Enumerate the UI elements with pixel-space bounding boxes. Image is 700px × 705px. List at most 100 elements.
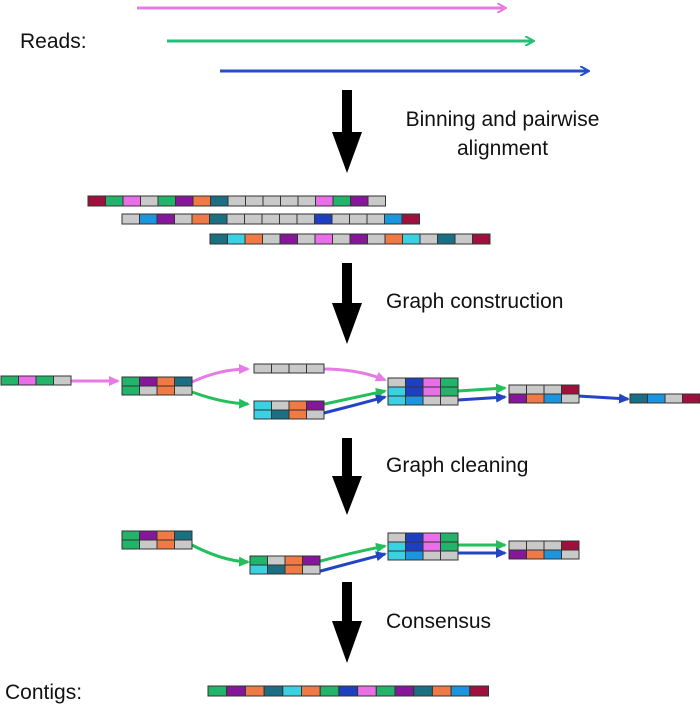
node-row [122, 531, 192, 540]
base-block [254, 364, 272, 373]
base-block [140, 377, 158, 386]
base-block [473, 234, 491, 244]
base-block [263, 196, 281, 206]
base-block [250, 556, 268, 565]
base-block [157, 386, 175, 395]
base-block [441, 542, 459, 551]
base-block [414, 686, 433, 696]
base-block [140, 214, 158, 224]
down-arrow-icon [332, 582, 362, 663]
base-block [544, 394, 562, 403]
down-arrow-icon [332, 90, 362, 173]
base-block [527, 385, 545, 394]
base-block [423, 533, 441, 542]
base-block [298, 234, 316, 244]
node-row [509, 550, 579, 559]
base-block [509, 385, 527, 394]
base-block [527, 550, 545, 559]
base-block [406, 551, 424, 560]
base-block [283, 686, 302, 696]
base-block [227, 686, 246, 696]
node-row [388, 551, 458, 560]
base-block [268, 556, 286, 565]
base-block [406, 396, 424, 405]
base-block [303, 556, 321, 565]
down-arrow-icon [332, 263, 362, 344]
edge-green [458, 388, 505, 391]
graph-node-m2 [122, 531, 192, 549]
base-block [665, 394, 683, 403]
edge-green [317, 546, 385, 562]
base-block [245, 686, 264, 696]
base-block [388, 378, 406, 387]
base-block [423, 378, 441, 387]
node-row [630, 394, 700, 403]
base-block [648, 394, 666, 403]
base-block [208, 686, 227, 696]
graph-node-m4 [250, 556, 320, 574]
base-block [470, 686, 489, 696]
base-block [246, 196, 264, 206]
base-block [432, 686, 451, 696]
base-block [210, 234, 228, 244]
base-block [376, 686, 395, 696]
base-block [455, 234, 473, 244]
base-block [527, 394, 545, 403]
base-block [175, 531, 193, 540]
base-block [157, 377, 175, 386]
base-block [263, 234, 281, 244]
base-block [268, 565, 286, 574]
base-block [358, 686, 377, 696]
node-row [122, 386, 192, 395]
node-row [122, 377, 192, 386]
step-arrows [332, 90, 362, 663]
base-block [285, 556, 303, 565]
graph-node-n2 [122, 377, 192, 395]
base-block [562, 394, 580, 403]
base-block [441, 378, 459, 387]
base-block [262, 214, 280, 224]
step-label-binning-line1: Binning and pairwise [370, 108, 635, 132]
base-block [280, 214, 298, 224]
base-block [441, 551, 459, 560]
base-block [307, 401, 325, 410]
edge-green [192, 392, 248, 404]
base-block [630, 394, 648, 403]
base-block [122, 531, 140, 540]
edge-blue [578, 396, 628, 399]
graph-node-m6 [509, 541, 579, 559]
base-block [285, 565, 303, 574]
base-block [441, 387, 459, 396]
base-block [441, 533, 459, 542]
base-block [280, 234, 298, 244]
base-block [385, 234, 403, 244]
base-block [406, 533, 424, 542]
base-block [388, 396, 406, 405]
base-block [451, 686, 470, 696]
base-block [395, 686, 414, 696]
base-block [339, 686, 358, 696]
base-block [562, 385, 580, 394]
reads-label: Reads: [20, 30, 87, 54]
base-block [211, 196, 229, 206]
step-label-binning-line2: alignment [370, 137, 635, 161]
base-block [350, 234, 368, 244]
node-row [509, 541, 579, 550]
base-block [315, 214, 333, 224]
aligned-read [88, 196, 386, 206]
base-block [298, 196, 316, 206]
base-block [423, 542, 441, 551]
base-block [420, 234, 438, 244]
base-block [140, 540, 158, 549]
edge-blue [320, 397, 385, 414]
base-block [254, 401, 272, 410]
base-block [423, 551, 441, 560]
base-block [351, 196, 369, 206]
base-block [527, 541, 545, 550]
base-block [272, 364, 290, 373]
base-block [423, 387, 441, 396]
node-row [1, 376, 71, 385]
base-block [228, 234, 246, 244]
base-block [272, 401, 290, 410]
base-block [157, 531, 175, 540]
